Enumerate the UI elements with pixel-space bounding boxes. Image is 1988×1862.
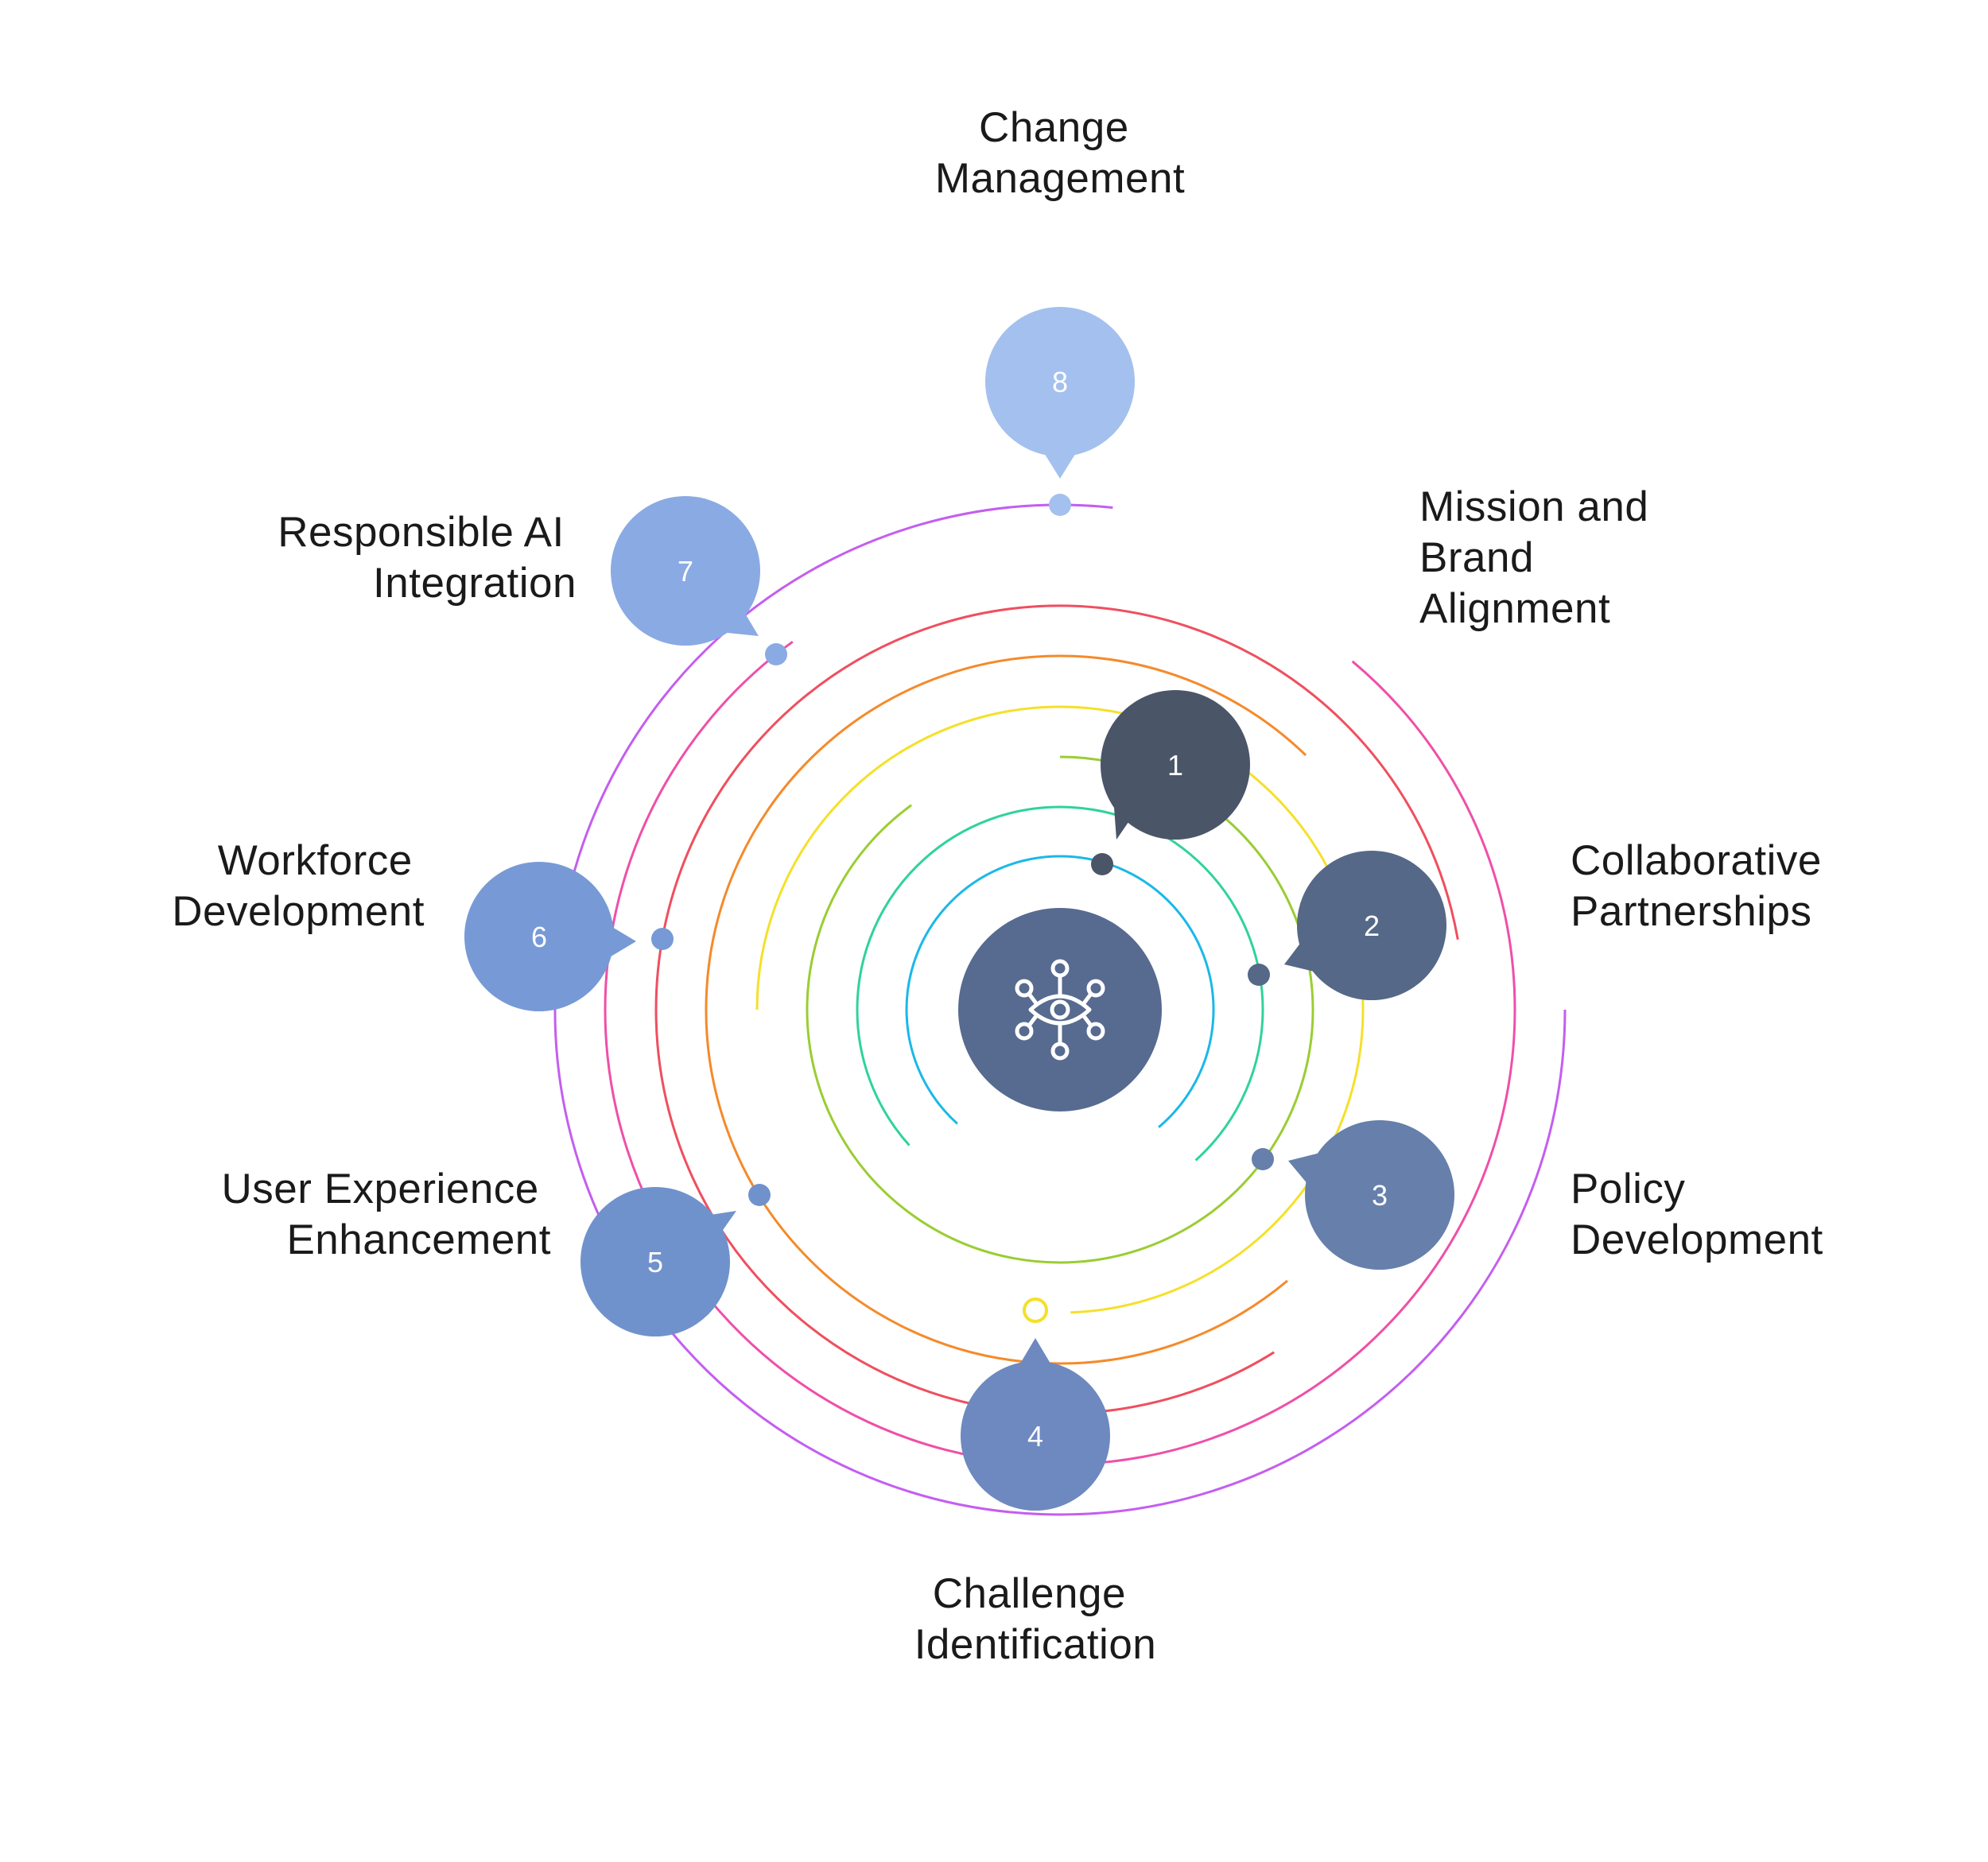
step-5-circle <box>580 1187 730 1336</box>
step-3-label: Policy Development <box>1571 1166 1823 1263</box>
step-5-marker <box>748 1184 771 1206</box>
center-circle <box>958 908 1162 1111</box>
step-2-number: 2 <box>1364 910 1380 942</box>
step-8-label: Change Management <box>935 104 1185 202</box>
ring-arc-4 <box>755 705 1365 1314</box>
step-2-marker <box>1248 964 1270 986</box>
step-6-number: 6 <box>531 921 547 953</box>
step-8-marker <box>1049 494 1071 516</box>
step-1-label: Mission and Brand Alignment <box>1419 483 1661 632</box>
step-1-marker <box>1091 853 1113 875</box>
step-5-label: User Experience Enhancement <box>221 1166 551 1263</box>
step-7-number: 7 <box>678 555 693 588</box>
ring-arc-1 <box>905 855 1215 1128</box>
step-7-label: Responsible AI Integration <box>278 509 577 607</box>
step-4-bubble[interactable]: 4 <box>961 1338 1110 1511</box>
step-3-circle <box>1305 1120 1454 1270</box>
ring-arc-6 <box>654 604 1459 1415</box>
step-1-circle <box>1101 690 1250 840</box>
step-8-pointer <box>1042 449 1078 479</box>
ring-arc-3 <box>806 755 1314 1264</box>
step-3-bubble[interactable]: 3 <box>1288 1120 1454 1270</box>
step-3-pointer <box>1288 1153 1320 1185</box>
step-6-marker <box>651 928 674 950</box>
step-7-circle <box>611 496 760 646</box>
step-7-marker <box>765 643 787 665</box>
step-3-marker <box>1252 1148 1274 1170</box>
step-6-label: Workforce Development <box>172 837 425 935</box>
step-2-bubble[interactable]: 2 <box>1284 851 1446 1000</box>
step-4-label: Challenge Identification <box>914 1570 1157 1668</box>
step-8-bubble[interactable]: 8 <box>985 307 1135 479</box>
step-8-circle <box>985 307 1135 456</box>
step-4-circle <box>961 1361 1110 1511</box>
step-8-number: 8 <box>1052 366 1068 398</box>
step-1-bubble[interactable]: 1 <box>1101 690 1250 840</box>
step-6-circle <box>464 862 614 1011</box>
step-3-number: 3 <box>1372 1179 1388 1212</box>
step-5-number: 5 <box>647 1246 663 1278</box>
ai-eye-network-icon <box>1015 959 1105 1061</box>
step-5-bubble[interactable]: 5 <box>580 1187 736 1336</box>
step-4-pointer <box>1018 1338 1053 1367</box>
step-7-bubble[interactable]: 7 <box>611 496 760 646</box>
step-4-number: 4 <box>1027 1420 1043 1453</box>
step-1-number: 1 <box>1167 749 1183 782</box>
center-hub <box>958 908 1162 1111</box>
step-2-label: Collaborative Partnerships <box>1571 837 1834 935</box>
step-2-circle <box>1297 851 1446 1000</box>
ring-markers <box>651 494 1274 1323</box>
step-6-bubble[interactable]: 6 <box>464 862 636 1011</box>
ring-arc-2 <box>856 805 1264 1162</box>
step-4-marker <box>1023 1298 1048 1323</box>
